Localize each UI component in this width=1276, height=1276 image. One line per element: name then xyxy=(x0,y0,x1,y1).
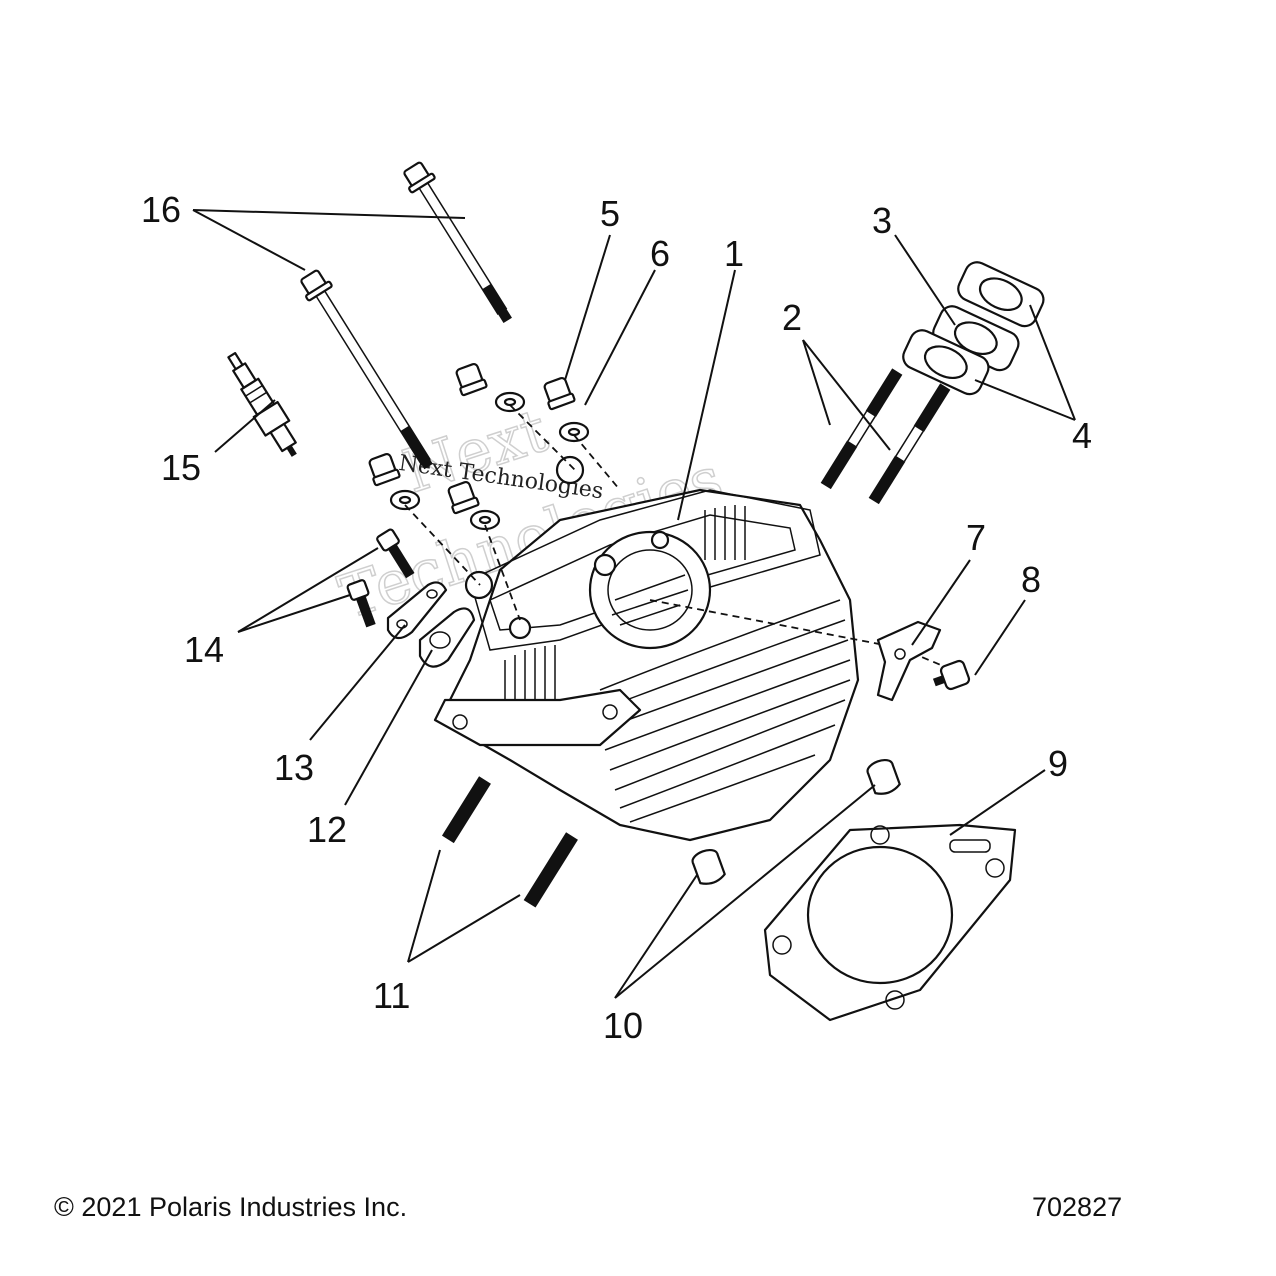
part-5-head-nuts xyxy=(368,362,576,515)
part-15-spark-plug xyxy=(227,351,297,457)
callout-5: 5 xyxy=(600,193,620,234)
assembly-dash-lines xyxy=(404,404,949,669)
callout-13: 13 xyxy=(274,747,314,788)
part-4-exhaust-flanges xyxy=(902,261,1045,396)
callout-7: 7 xyxy=(966,517,986,558)
callout-9: 9 xyxy=(1048,743,1068,784)
callout-labels: 1 2 3 4 5 6 7 8 9 10 11 12 13 14 15 16 xyxy=(141,189,1092,1046)
callout-2: 2 xyxy=(782,297,802,338)
callout-12: 12 xyxy=(307,809,347,850)
part-7-bracket xyxy=(876,620,942,702)
copyright-text: © 2021 Polaris Industries Inc. xyxy=(54,1192,408,1222)
callout-1: 1 xyxy=(724,233,744,274)
callout-6: 6 xyxy=(650,233,670,274)
part-9-head-gasket xyxy=(763,823,1017,1022)
callout-14: 14 xyxy=(184,629,224,670)
callout-8: 8 xyxy=(1021,559,1041,600)
callout-10: 10 xyxy=(603,1005,643,1046)
callout-3: 3 xyxy=(872,200,892,241)
drawing-number: 702827 xyxy=(1032,1192,1123,1222)
valve-spring-right xyxy=(704,505,746,560)
part-10-dowels xyxy=(691,758,901,885)
callout-16: 16 xyxy=(141,189,181,230)
callout-11: 11 xyxy=(373,975,410,1016)
leader-lines xyxy=(192,209,1076,999)
callout-4: 4 xyxy=(1072,415,1092,456)
part-3-exhaust-gasket xyxy=(932,305,1020,372)
part-1-cylinder-head xyxy=(433,455,860,842)
callout-15: 15 xyxy=(161,447,201,488)
part-2-studs xyxy=(820,368,951,505)
part-11-studs xyxy=(441,776,578,908)
part-14-bolts xyxy=(346,528,415,628)
part-6-washers xyxy=(389,391,590,531)
part-16-head-bolts xyxy=(300,161,512,470)
part-8-bolt xyxy=(932,659,971,691)
